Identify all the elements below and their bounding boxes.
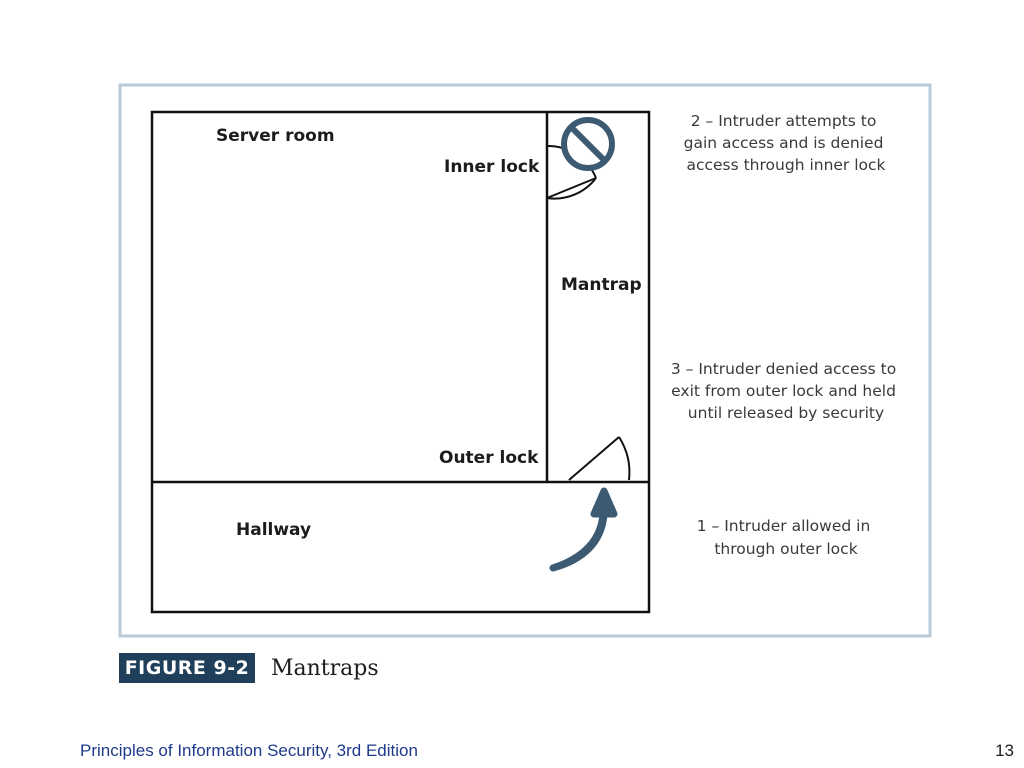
step2-note: 2 – Intruder attempts to gain access and… (684, 112, 889, 174)
footer-page-number: 13 (995, 741, 1014, 760)
server-room-label: Server room (216, 126, 335, 146)
outer-lock-label: Outer lock (439, 448, 539, 468)
diagram-frame (118, 83, 932, 638)
mantrap-label: Mantrap (561, 275, 642, 295)
curved-arrow-up-icon (549, 487, 618, 572)
step3-note: 3 – Intruder denied access to exit from … (671, 360, 901, 422)
hallway-label: Hallway (236, 520, 311, 540)
outer-door (568, 436, 631, 481)
footer-book-title: Principles of Information Security, 3rd … (80, 741, 418, 760)
figure-title: Mantraps (271, 656, 379, 681)
step1-note: 1 – Intruder allowed in through outer lo… (697, 517, 875, 558)
figure-label-badge: FIGURE 9-2 (119, 653, 255, 683)
building-outline (150, 110, 651, 614)
inner-lock-label: Inner lock (444, 157, 540, 177)
no-entry-icon (561, 117, 615, 171)
